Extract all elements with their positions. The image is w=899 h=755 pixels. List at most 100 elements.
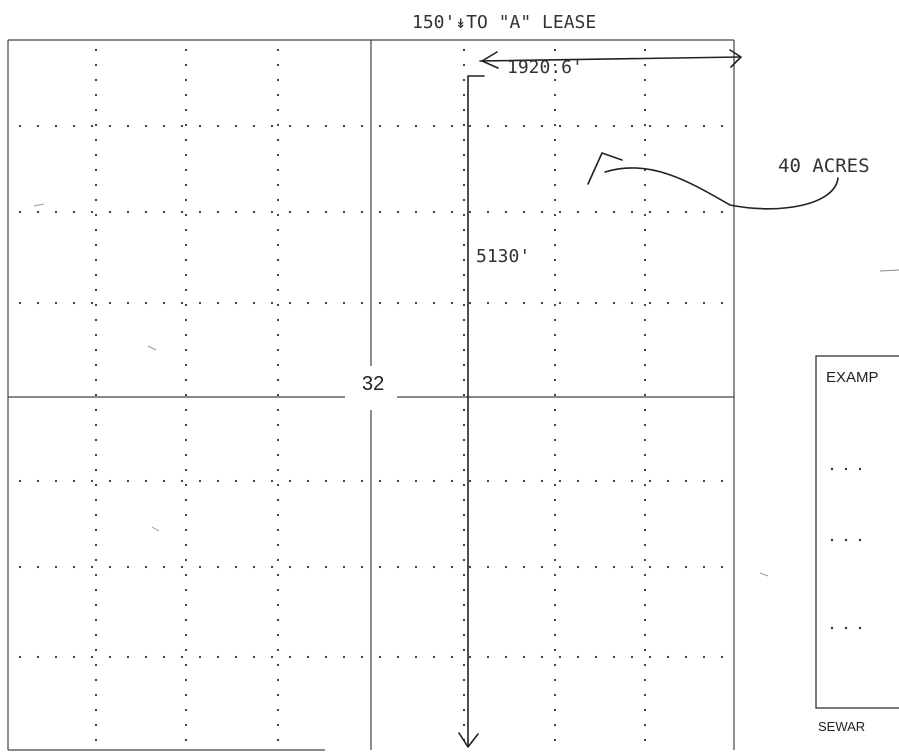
grid-dot (184, 618, 188, 622)
grid-dot (18, 479, 22, 483)
grid-dot (90, 565, 94, 569)
grid-dot (643, 153, 647, 157)
grid-dot (462, 258, 466, 262)
grid-dot (184, 513, 188, 517)
grid-dot (94, 423, 98, 427)
grid-dot (643, 123, 647, 127)
grid-dot (288, 479, 292, 483)
grid-dot (540, 301, 544, 305)
grid-dot (643, 663, 647, 667)
grid-dot (276, 363, 280, 367)
grid-dot (184, 573, 188, 577)
grid-dot (462, 543, 466, 547)
grid-dot (184, 408, 188, 412)
grid-dot (94, 498, 98, 502)
grid-dot (184, 438, 188, 442)
grid-dot (594, 210, 598, 214)
grid-dot (432, 565, 436, 569)
grid-dot (276, 648, 280, 652)
grid-dot (94, 618, 98, 622)
grid-dot (276, 168, 280, 172)
grid-dot (180, 655, 184, 659)
grid-dot (306, 655, 310, 659)
grid-dot (276, 678, 280, 682)
grid-dot (468, 210, 472, 214)
grid-dot (462, 183, 466, 187)
grid-dot (594, 479, 598, 483)
grid-dot (462, 63, 466, 67)
grid-dot (414, 301, 418, 305)
grid-dot (720, 655, 724, 659)
grid-dot (378, 210, 382, 214)
grid-dot (18, 565, 22, 569)
grid-dot (72, 655, 76, 659)
grid-dot (306, 301, 310, 305)
grid-dot (360, 655, 364, 659)
grid-dot (553, 243, 557, 247)
grid-dot (462, 228, 466, 232)
grid-dot (462, 618, 466, 622)
grid-dot (276, 423, 280, 427)
grid-dot (462, 363, 466, 367)
grid-dot (94, 558, 98, 562)
grid-dot (276, 48, 280, 52)
grid-dot (553, 513, 557, 517)
grid-dot (462, 393, 466, 397)
grid-dot (643, 318, 647, 322)
grid-dot (378, 655, 382, 659)
grid-dot (252, 479, 256, 483)
grid-dot (360, 479, 364, 483)
grid-dot (270, 124, 274, 128)
grid-dot (553, 438, 557, 442)
grid-dot (198, 210, 202, 214)
vertical-arrow-icon (458, 75, 485, 748)
grid-dot (462, 663, 466, 667)
grid-dot (306, 565, 310, 569)
grid-dot (576, 301, 580, 305)
grid-dot (108, 301, 112, 305)
grid-dot (324, 565, 328, 569)
grid-dot (216, 565, 220, 569)
grid-dot (360, 210, 364, 214)
grid-dot (276, 453, 280, 457)
grid-dot (324, 301, 328, 305)
grid-dot (198, 565, 202, 569)
grid-dot (462, 528, 466, 532)
grid-dot (252, 124, 256, 128)
grid-dot (702, 479, 706, 483)
grid-dot (486, 655, 490, 659)
grid-dot (184, 63, 188, 67)
grid-dot (54, 655, 58, 659)
grid-dot (594, 565, 598, 569)
grid-dot (184, 663, 188, 667)
grid-dot (276, 618, 280, 622)
grid-dot (276, 558, 280, 562)
grid-dot (54, 210, 58, 214)
grid-dot (553, 123, 557, 127)
grid-dot (94, 213, 98, 217)
grid-dot (234, 655, 238, 659)
grid-dot (162, 479, 166, 483)
grid-dot (94, 678, 98, 682)
grid-dot (162, 301, 166, 305)
grid-dot (576, 479, 580, 483)
grid-dot (594, 655, 598, 659)
grid-dot (666, 565, 670, 569)
grid-dot (94, 243, 98, 247)
grid-dot (252, 210, 256, 214)
grid-dot (432, 479, 436, 483)
grid-dot (643, 363, 647, 367)
grid-dot (648, 479, 652, 483)
grid-dot (94, 198, 98, 202)
grid-dot (252, 301, 256, 305)
grid-dot (276, 258, 280, 262)
grid-dot (432, 210, 436, 214)
grid-dot (576, 124, 580, 128)
grid-dot (276, 468, 280, 472)
grid-dot (522, 210, 526, 214)
grid-dot (432, 301, 436, 305)
grid-dot (450, 124, 454, 128)
example-box-title: EXAMP (826, 369, 879, 386)
grid-dot (270, 301, 274, 305)
grid-dot (468, 124, 472, 128)
